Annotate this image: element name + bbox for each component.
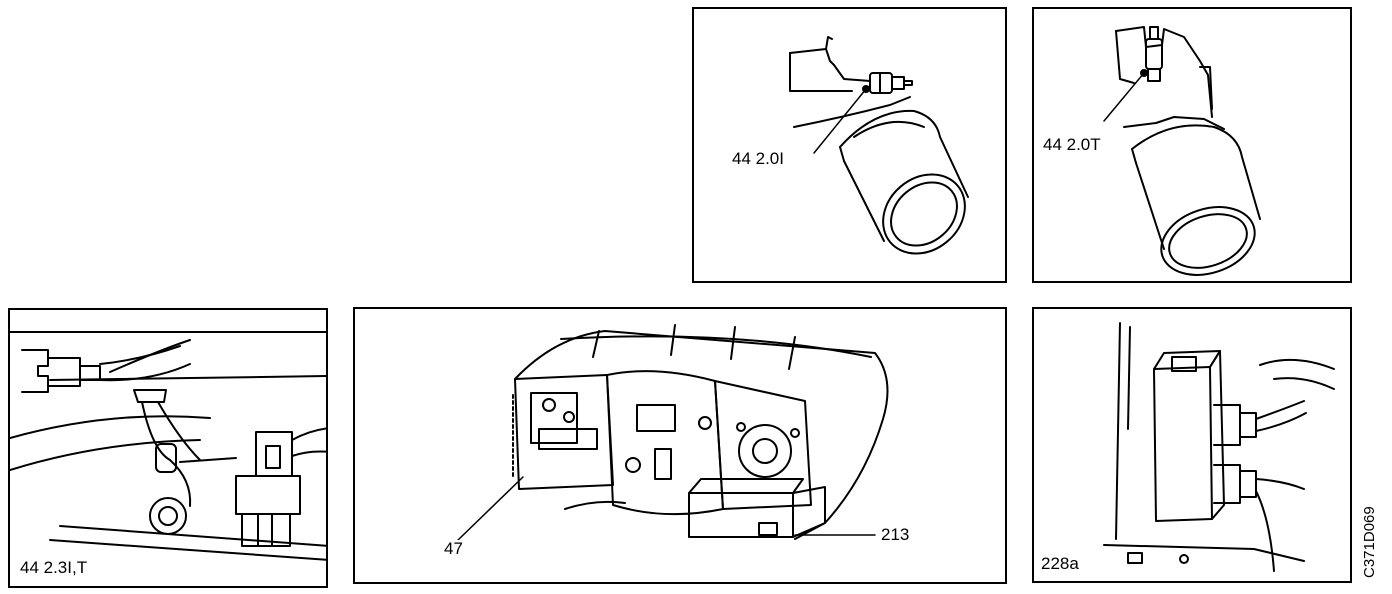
panel-oil-filter-2-0i: 44 2.0I xyxy=(692,7,1007,283)
panel-sensor-2-3: 44 2.3I,T xyxy=(8,308,328,588)
figure-code: C371D069 xyxy=(1361,506,1378,578)
control-unit-illustration xyxy=(1103,322,1335,572)
sensor-2-3-label: 44 2.3I,T xyxy=(20,558,88,577)
oil-filter-2-0t-illustration xyxy=(1103,26,1261,276)
sensor-2-3-illustration xyxy=(10,331,326,561)
instrument-cluster-illustration xyxy=(456,324,889,542)
cluster-callout-213: 213 xyxy=(881,525,910,544)
panel-oil-filter-2-0t: 44 2.0T xyxy=(1032,7,1352,283)
oil-filter-2-0i-label: 44 2.0I xyxy=(732,149,784,168)
oil-filter-2-0i-illustration xyxy=(789,36,969,255)
control-unit-label: 228a xyxy=(1041,554,1079,573)
oil-filter-2-0t-label: 44 2.0T xyxy=(1043,135,1101,154)
panel-control-unit: 228a xyxy=(1032,307,1352,583)
cluster-callout-47: 47 xyxy=(444,539,463,558)
panel-instrument-cluster: 47 213 xyxy=(353,307,1007,584)
